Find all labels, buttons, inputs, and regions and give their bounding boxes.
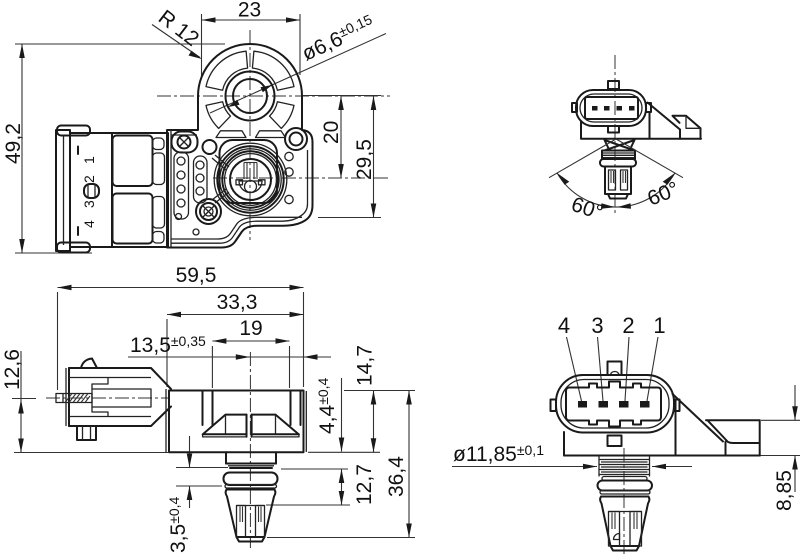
svg-text:49,2: 49,2 <box>2 123 25 164</box>
svg-text:33,3: 33,3 <box>217 291 258 314</box>
svg-text:20: 20 <box>320 121 343 144</box>
svg-text:3: 3 <box>591 313 603 338</box>
svg-text:19: 19 <box>239 317 262 340</box>
svg-text:2: 2 <box>81 175 97 183</box>
svg-text:4: 4 <box>558 313 570 338</box>
svg-text:8,85: 8,85 <box>773 470 796 511</box>
svg-text:36,4: 36,4 <box>385 456 408 497</box>
svg-text:12,7: 12,7 <box>353 464 376 505</box>
svg-text:4,4±0,4: 4,4±0,4 <box>315 377 339 434</box>
svg-text:14,7: 14,7 <box>354 345 377 386</box>
svg-text:3,5±0,4: 3,5±0,4 <box>166 496 190 553</box>
svg-text:29,5: 29,5 <box>353 139 376 180</box>
svg-text:3: 3 <box>81 200 97 208</box>
svg-text:59,5: 59,5 <box>176 264 217 287</box>
svg-text:1: 1 <box>653 313 665 338</box>
svg-text:1: 1 <box>81 156 97 164</box>
svg-text:23: 23 <box>238 0 261 22</box>
svg-text:2: 2 <box>622 313 634 338</box>
svg-text:12,6: 12,6 <box>1 349 24 390</box>
svg-text:4: 4 <box>81 220 97 228</box>
